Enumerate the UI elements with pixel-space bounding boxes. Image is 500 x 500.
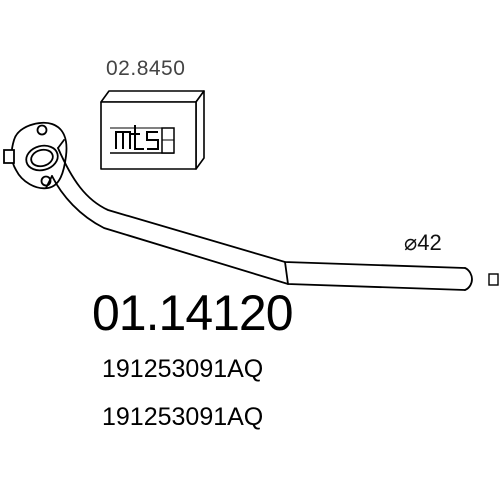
flange-icon xyxy=(3,121,68,190)
oe-number-1: 191253091AQ xyxy=(102,355,264,383)
packaging-code: 02.8450 xyxy=(106,57,186,80)
mts-logo xyxy=(110,125,175,154)
oe-number-2: 191253091AQ xyxy=(102,403,264,431)
diameter-label: ⌀42 xyxy=(404,230,442,255)
exhaust-pipe-drawing xyxy=(45,139,499,291)
part-number: 01.14120 xyxy=(92,285,294,341)
box-icon xyxy=(100,90,205,170)
